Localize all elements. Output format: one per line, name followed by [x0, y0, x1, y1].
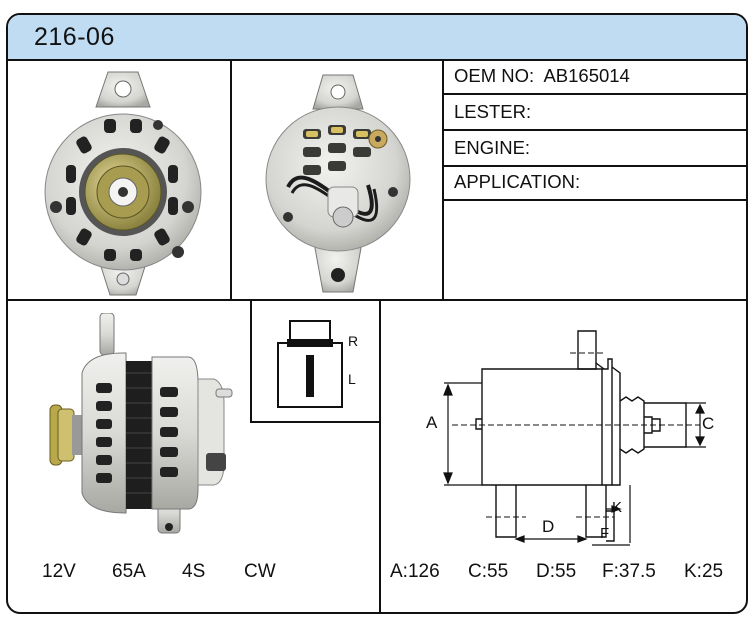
lester-row: LESTER:: [444, 95, 746, 131]
engine-label: ENGINE:: [454, 137, 530, 159]
dim-label-f: F: [600, 525, 610, 542]
divider: [250, 299, 252, 423]
dim-label-d: D: [542, 517, 555, 536]
application-row: APPLICATION:: [444, 165, 746, 201]
oem-label: OEM NO: AB165014: [454, 65, 630, 87]
divider: [230, 59, 232, 299]
oem-label-text: OEM NO:: [454, 65, 535, 86]
lester-label-text: LESTER:: [454, 101, 532, 122]
dim-k-value: K:25: [684, 561, 724, 582]
plug-label-r: R: [348, 333, 359, 349]
engine-label-text: ENGINE:: [454, 137, 531, 158]
dim-d-value: D:55: [536, 561, 577, 582]
spec-grooves: 4S: [182, 561, 206, 582]
application-label: APPLICATION:: [454, 171, 580, 193]
plug-diagram: [277, 320, 343, 408]
plug-label-l: L: [348, 371, 356, 387]
divider: [8, 299, 746, 301]
spec-voltage: 12V: [42, 561, 76, 582]
spec-rotation: CW: [244, 561, 276, 582]
divider: [250, 421, 381, 423]
product-spec-sheet: 216-06 OEM NO: AB165014 LESTER: ENGINE: …: [6, 13, 748, 614]
alternator-front-photo: [44, 71, 202, 296]
dim-label-k: K: [612, 499, 623, 516]
oem-row: OEM NO: AB165014: [444, 59, 746, 95]
alternator-side-photo: [49, 313, 233, 534]
divider: [379, 299, 381, 612]
part-number: 216-06: [34, 23, 115, 51]
dim-c-value: C:55: [468, 561, 509, 582]
header-bar: 216-06: [8, 15, 746, 61]
lester-label: LESTER:: [454, 101, 531, 123]
oem-value: AB165014: [543, 65, 630, 86]
dim-a-value: A:126: [390, 561, 440, 582]
alternator-rear-photo: [265, 74, 411, 293]
spec-amperage: 65A: [112, 561, 146, 582]
dim-f-value: F:37.5: [602, 561, 656, 582]
application-label-text: APPLICATION:: [454, 171, 581, 192]
engine-row: ENGINE:: [444, 131, 746, 167]
dim-label-a: A: [426, 413, 438, 432]
divider: [442, 59, 444, 299]
dim-label-c: C: [702, 414, 715, 433]
dimension-drawing: [443, 330, 706, 546]
